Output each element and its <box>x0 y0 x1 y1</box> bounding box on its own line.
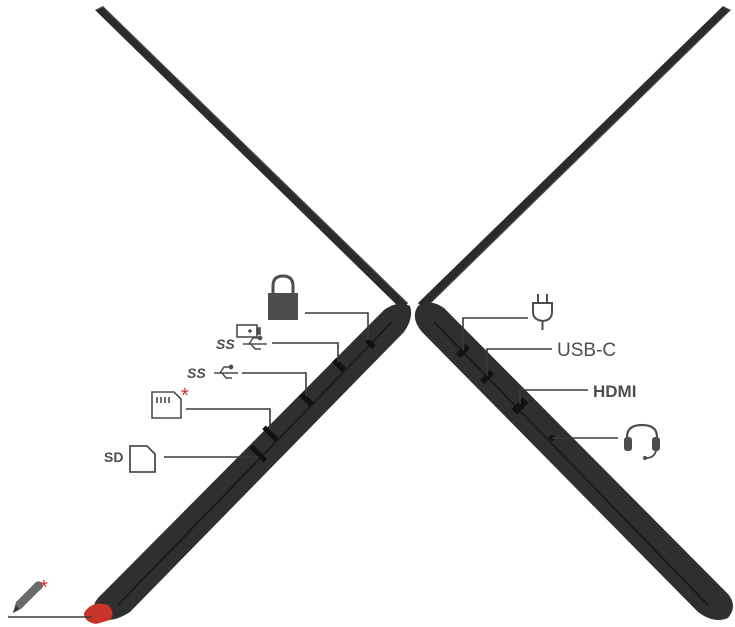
micro-sd-card-icon <box>151 391 182 419</box>
headset-icon <box>624 423 660 460</box>
right-laptop <box>414 6 733 620</box>
usb-c-label: USB-C <box>557 340 616 361</box>
callout-power <box>462 317 528 351</box>
callout-usb-c-charge <box>272 342 339 362</box>
micro-sd-slot <box>262 425 279 442</box>
optional-mark-micro-sd: * <box>181 385 189 407</box>
callout-hdmi <box>519 389 588 404</box>
sd-label: SD <box>104 449 123 465</box>
right-laptop-lid <box>418 6 731 310</box>
usb-c-port <box>479 369 495 385</box>
usb-c-charge-port <box>331 357 347 373</box>
callout-micro-sd <box>186 408 271 430</box>
optional-mark-pen: * <box>40 577 48 599</box>
battery-charge-icon <box>236 324 261 338</box>
lock-icon <box>268 274 298 320</box>
usb-a-port <box>299 392 315 408</box>
right-callouts <box>462 317 618 439</box>
left-laptop-lid <box>95 6 408 310</box>
callout-lock <box>305 312 369 340</box>
superspeed-label-2: SS <box>187 365 206 381</box>
superspeed-label-1: SS <box>216 336 235 352</box>
pen-icon <box>13 581 43 613</box>
left-callouts <box>8 312 369 618</box>
sd-slot <box>249 444 268 463</box>
pen-garage <box>84 603 113 624</box>
hdmi-label: HDMI <box>593 382 636 401</box>
left-laptop <box>84 6 412 624</box>
usb-icon <box>243 335 267 350</box>
callout-usb-a <box>242 372 307 396</box>
right-laptop-base <box>414 302 733 620</box>
lock-slot <box>365 338 376 349</box>
usb-icon <box>214 364 238 379</box>
hdmi-port <box>511 397 529 415</box>
callout-usb-c <box>486 348 552 376</box>
power-plug-icon <box>532 294 553 330</box>
sd-card-icon <box>129 445 156 473</box>
